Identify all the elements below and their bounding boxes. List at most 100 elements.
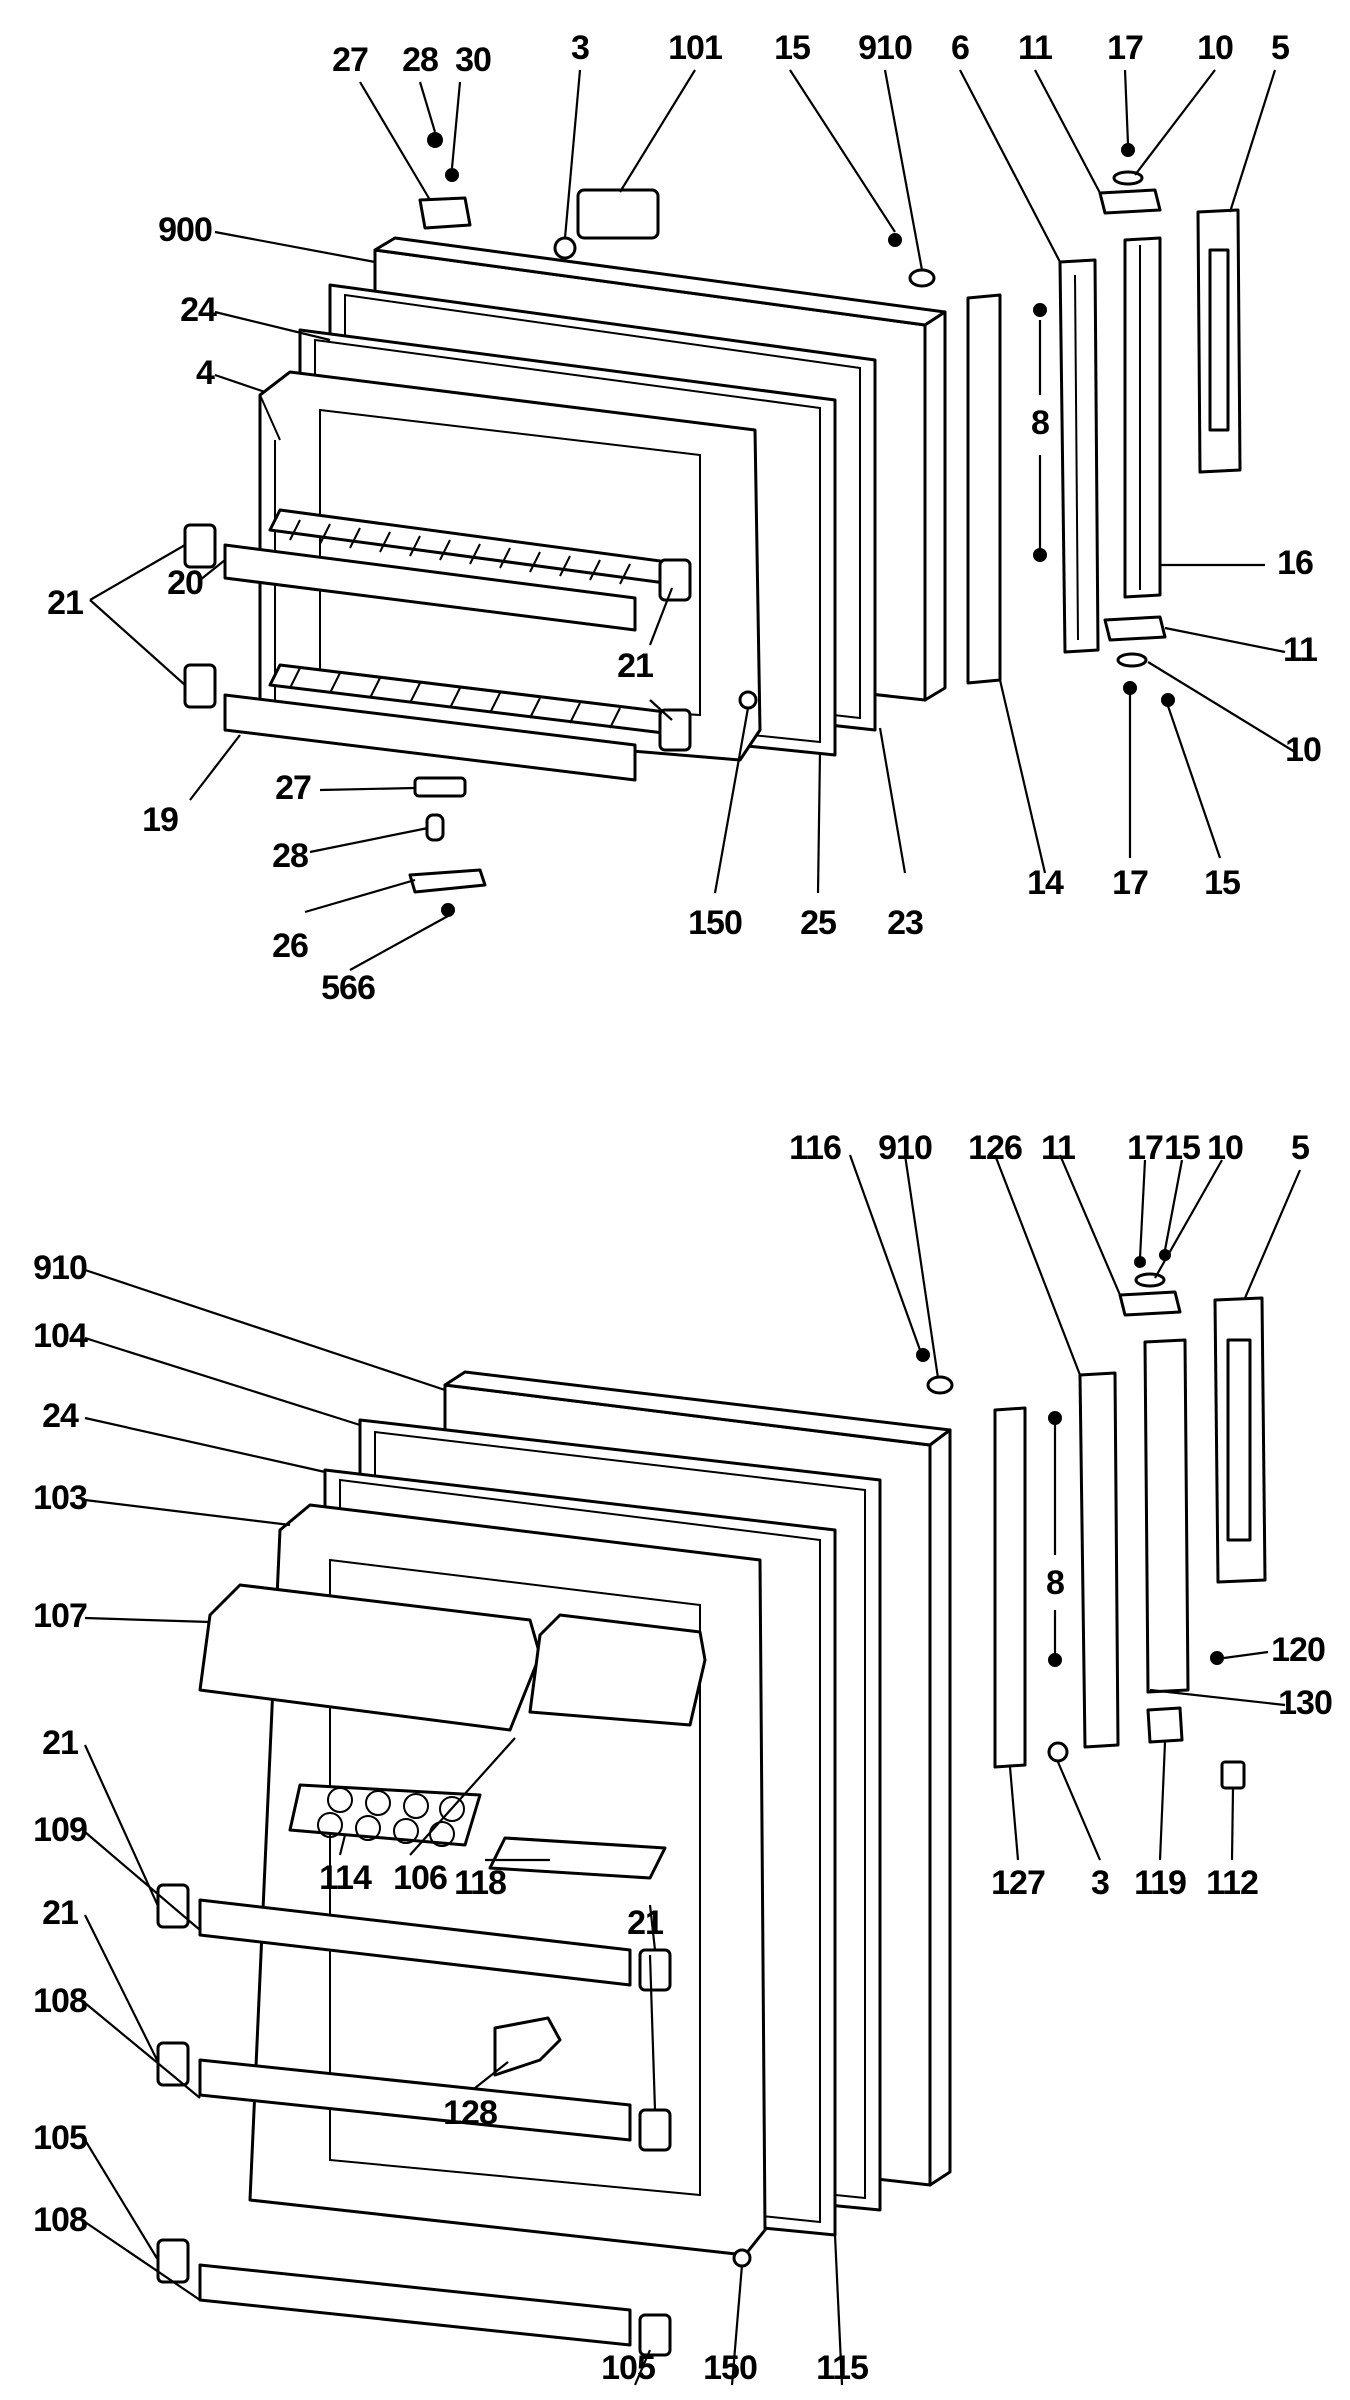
lower-shelf — [223, 663, 692, 782]
freezer-door-assembly — [183, 132, 1242, 917]
rail-screw — [1048, 1653, 1062, 1667]
rail-screw — [1033, 548, 1047, 562]
hinge-pin-bracket — [413, 776, 467, 798]
bottom-hinge — [408, 868, 487, 894]
callout-label: 105 — [601, 2349, 655, 2387]
rail-screw — [1033, 303, 1047, 317]
callout-label: 17 — [1127, 1129, 1163, 1167]
callout-label: 108 — [33, 2201, 87, 2239]
washer — [1116, 652, 1148, 668]
callout-label: 27 — [332, 41, 368, 79]
callout-label: 910 — [858, 29, 912, 67]
callout-label: 101 — [668, 29, 722, 67]
callout-label: 25 — [800, 904, 836, 942]
callout-label: 11 — [1041, 1129, 1075, 1167]
door-handle — [1213, 1296, 1267, 1584]
callout-label: 17 — [1112, 864, 1148, 902]
callout-label: 15 — [1204, 864, 1240, 902]
shelf-bracket — [183, 663, 217, 709]
shelf-bracket — [658, 708, 692, 752]
callout-label: 16 — [1277, 544, 1313, 582]
trim-strip — [1143, 1338, 1190, 1694]
callout-label: 112 — [1206, 1864, 1258, 1902]
callout-label: 4 — [196, 354, 215, 392]
nameplate — [576, 188, 660, 240]
fresh-food-door-assembly — [156, 1249, 1267, 2357]
upper-door-shelf — [198, 1898, 632, 1987]
hinge-pin — [427, 132, 443, 148]
callout-label: 3 — [1091, 1864, 1109, 1902]
butter-tray — [488, 1836, 667, 1880]
callout-label: 21 — [42, 1894, 78, 1932]
hinge-cap — [1103, 615, 1167, 642]
middle-door-shelf — [198, 2058, 632, 2142]
callout-label: 130 — [1278, 1684, 1332, 1722]
door-side-rail — [966, 293, 1002, 685]
callout-label: 10 — [1197, 29, 1233, 67]
callout-label: 107 — [33, 1597, 87, 1635]
callout-label: 20 — [167, 564, 203, 602]
callout-label: 15 — [1164, 1129, 1200, 1167]
callout-label: 566 — [321, 969, 375, 1007]
callout-label: 116 — [789, 1129, 841, 1167]
handle-mount-rail — [1058, 258, 1100, 654]
callout-label: 21 — [617, 647, 653, 685]
shelf-bracket — [638, 2313, 672, 2357]
shelf-bracket — [638, 1948, 672, 1992]
callout-label: 30 — [455, 41, 491, 79]
callout-label: 127 — [991, 1864, 1045, 1902]
callout-label: 126 — [968, 1129, 1022, 1167]
callout-label: 150 — [688, 904, 742, 942]
door-handle — [1196, 208, 1242, 474]
callout-label: 11 — [1018, 29, 1052, 67]
trim-strip — [1123, 236, 1162, 599]
top-hinge — [418, 196, 472, 230]
callout-label: 28 — [402, 41, 438, 79]
callout-label: 109 — [33, 1811, 87, 1849]
shelf-clip — [493, 2016, 562, 2077]
callout-label: 910 — [878, 1129, 932, 1167]
callout-label: 5 — [1291, 1129, 1309, 1167]
callout-label: 17 — [1107, 29, 1143, 67]
callout-label: 104 — [33, 1317, 88, 1355]
callout-label: 24 — [42, 1397, 79, 1435]
door-stop — [1220, 1760, 1246, 1790]
callout-label: 8 — [1031, 404, 1049, 442]
callout-labels-top: 27 28 30 3 101 15 910 6 11 17 10 5 900 2… — [47, 29, 1322, 1007]
callout-label: 24 — [180, 291, 217, 329]
callout-labels-bottom: 116 910 126 11 17 15 10 5 910 104 24 103… — [33, 1129, 1333, 2387]
callout-label: 19 — [142, 801, 178, 839]
callout-label: 3 — [571, 29, 589, 67]
callout-label: 27 — [275, 769, 311, 807]
hinge-screw — [441, 903, 455, 917]
callout-label: 23 — [887, 904, 923, 942]
shelf-bracket — [638, 2108, 672, 2152]
hinge-screw — [1121, 143, 1135, 157]
callout-label: 118 — [454, 1864, 506, 1902]
callout-label: 26 — [272, 927, 308, 965]
spring-screw — [1210, 1651, 1224, 1665]
callout-label: 21 — [627, 1904, 663, 1942]
callout-label: 10 — [1207, 1129, 1243, 1167]
hinge-cap — [1118, 1290, 1182, 1317]
callout-label: 11 — [1283, 631, 1317, 669]
callout-label: 8 — [1046, 1564, 1064, 1602]
callout-label: 115 — [816, 2349, 868, 2387]
hinge-screw — [445, 168, 459, 182]
callout-label: 103 — [33, 1479, 87, 1517]
door-screw — [738, 690, 758, 710]
callout-label: 128 — [443, 2094, 497, 2132]
door-stop-screw — [916, 1348, 930, 1362]
washer — [1112, 170, 1144, 186]
callout-label: 114 — [319, 1859, 372, 1897]
callout-label: 120 — [1271, 1631, 1325, 1669]
shelf-bracket — [183, 523, 217, 569]
callout-label: 6 — [951, 29, 969, 67]
leader-lines — [83, 69, 1302, 2386]
hinge-bushing — [425, 813, 445, 842]
dairy-compartment-right — [528, 1613, 707, 1727]
hinge-cap — [1098, 188, 1162, 215]
door-closer — [1146, 1706, 1184, 1744]
callout-label: 910 — [33, 1249, 87, 1287]
